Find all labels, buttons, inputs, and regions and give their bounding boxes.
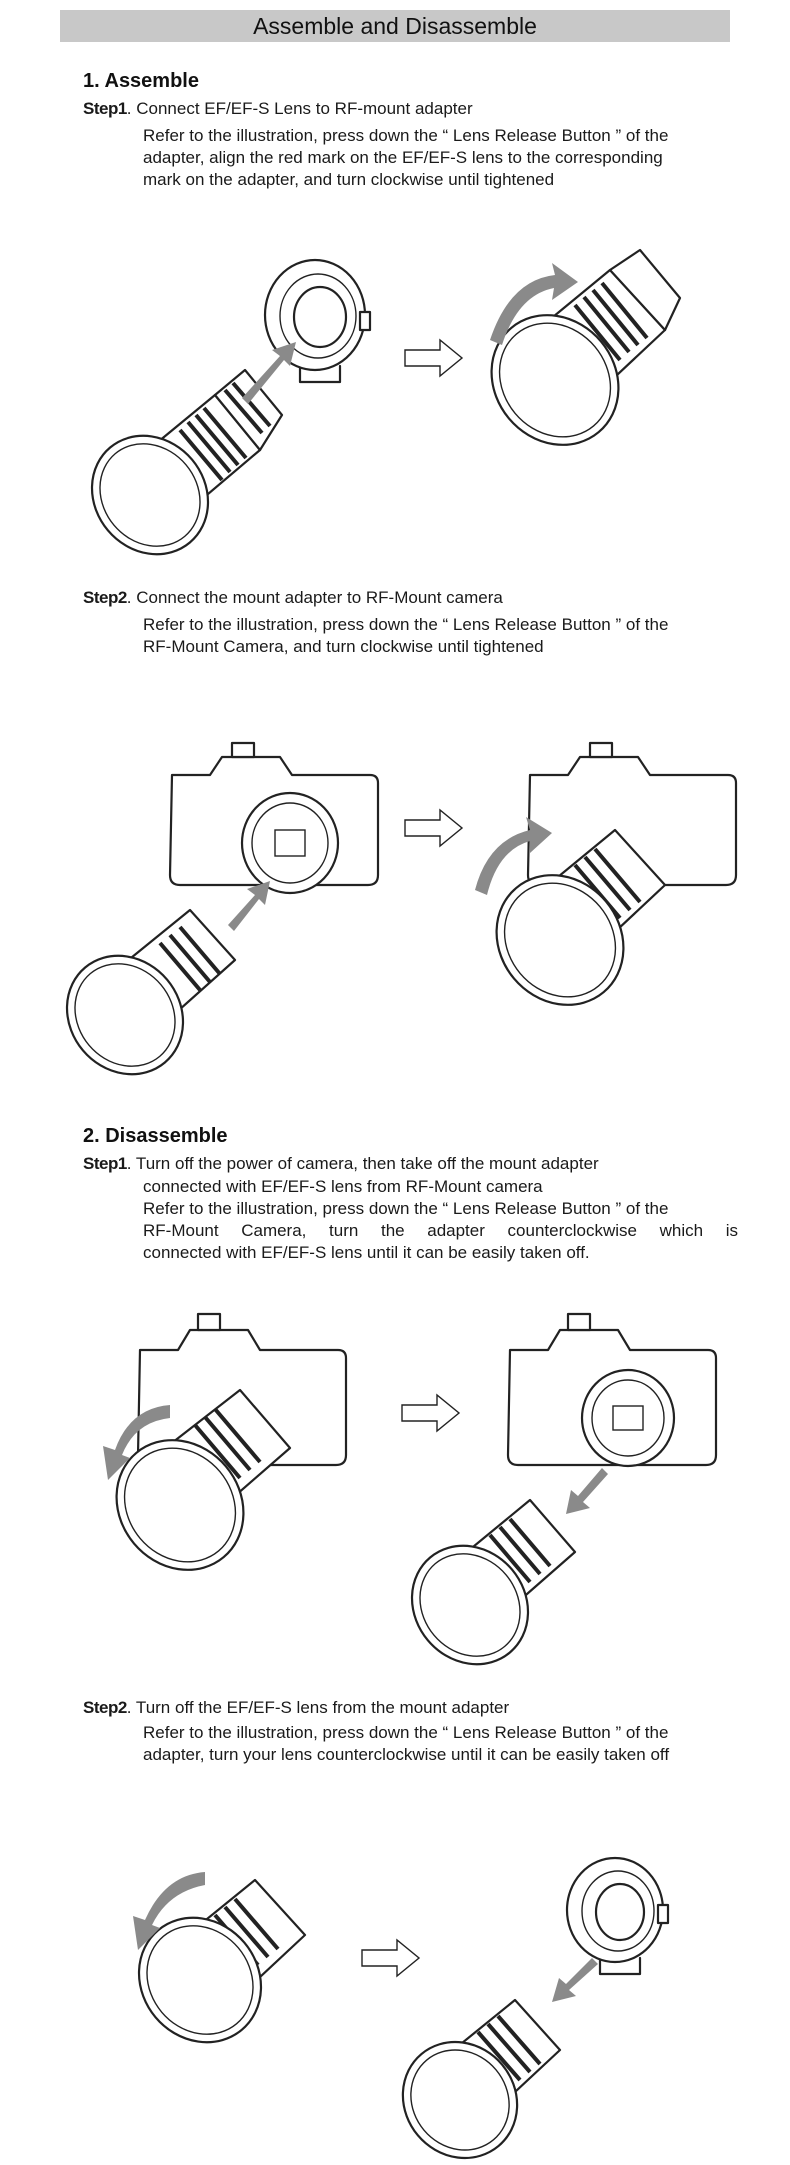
next-step-arrow-icon <box>404 338 464 378</box>
desc-line: mark on the adapter, and turn clockwise … <box>143 170 555 189</box>
desc-line: adapter, turn your lens counterclockwise… <box>143 1745 670 1764</box>
disassemble-step2-desc: Refer to the illustration, press down th… <box>143 1722 743 1766</box>
disassemble-step2-text: . Turn off the EF/EF-S lens from the mou… <box>126 1698 510 1717</box>
rf-camera-icon <box>168 741 380 895</box>
assemble-step1-desc: Refer to the illustration, press down th… <box>143 125 743 191</box>
desc-line: adapter, align the red mark on the EF/EF… <box>143 148 663 167</box>
desc-line: RF-Mount Camera, turn the adapter counte… <box>143 1221 738 1240</box>
disassemble-step2-illustration <box>133 1856 670 2160</box>
next-step-arrow-icon <box>404 808 464 848</box>
next-step-arrow-icon <box>361 1938 421 1978</box>
desc-line: connected with EF/EF-S lens until it can… <box>143 1243 590 1262</box>
rotate-clockwise-arrow-icon <box>475 817 552 895</box>
assembled-lens-icon <box>490 248 682 446</box>
desc-line: Refer to the illustration, press down th… <box>143 615 669 634</box>
assemble-step2-title: Step2. Connect the mount adapter to RF-M… <box>83 587 503 609</box>
rotate-clockwise-arrow-icon <box>490 263 578 345</box>
rotate-counterclockwise-arrow-icon <box>103 1405 170 1480</box>
disassemble-step1-title: Step1. Turn off the power of camera, the… <box>83 1153 599 1175</box>
assemble-step2-illustration <box>65 741 738 1076</box>
lens-with-adapter-icon <box>137 1878 307 2044</box>
assembled-camera-icon <box>115 1312 348 1571</box>
remove-arrow-icon <box>552 1958 598 2002</box>
disassemble-step2-title: Step2. Turn off the EF/EF-S lens from th… <box>83 1697 509 1719</box>
insert-arrow-icon <box>228 881 270 931</box>
assemble-heading: 1. Assemble <box>83 70 199 92</box>
lens-with-adapter-icon <box>65 908 237 1076</box>
disassemble-step1-text: . Turn off the power of camera, then tak… <box>126 1154 599 1173</box>
desc-line: Refer to the illustration, press down th… <box>143 1199 669 1218</box>
desc-line: Refer to the illustration, press down th… <box>143 126 669 145</box>
rf-camera-icon <box>506 1312 718 1468</box>
disassemble-heading: 2. Disassemble <box>83 1125 228 1147</box>
page-title-bar: Assemble and Disassemble <box>60 10 730 42</box>
assembled-camera-icon <box>495 741 738 1006</box>
disassemble-step2-label: Step2 <box>83 1698 127 1717</box>
disassemble-step1-desc: connected with EF/EF-S lens from RF-Moun… <box>143 1176 738 1264</box>
mount-adapter-icon <box>263 258 372 384</box>
lens-with-adapter-icon <box>410 1498 577 1666</box>
page-title: Assemble and Disassemble <box>253 12 537 39</box>
assemble-step2-desc: Refer to the illustration, press down th… <box>143 614 743 658</box>
assemble-step1-illustration <box>90 248 682 556</box>
desc-line: Refer to the illustration, press down th… <box>143 1723 669 1742</box>
assemble-step2-label: Step2 <box>83 588 127 607</box>
desc-line: connected with EF/EF-S lens from RF-Moun… <box>143 1177 543 1196</box>
assemble-step1-title: Step1. Connect EF/EF-S Lens to RF-mount … <box>83 98 473 120</box>
assemble-step1-text: . Connect EF/EF-S Lens to RF-mount adapt… <box>126 99 473 118</box>
assemble-step2-text: . Connect the mount adapter to RF-Mount … <box>126 588 503 607</box>
disassemble-step1-illustration <box>103 1312 718 1666</box>
insert-arrow-icon <box>242 342 296 404</box>
ef-lens-icon <box>401 1998 562 2160</box>
remove-arrow-icon <box>566 1468 608 1514</box>
mount-adapter-icon <box>565 1856 670 1976</box>
assemble-step1-label: Step1 <box>83 99 127 118</box>
rotate-counterclockwise-arrow-icon <box>133 1872 205 1950</box>
ef-lens-icon <box>90 368 284 556</box>
next-step-arrow-icon <box>401 1393 461 1433</box>
disassemble-step1-label: Step1 <box>83 1154 127 1173</box>
desc-line: RF-Mount Camera, and turn clockwise unti… <box>143 637 544 656</box>
